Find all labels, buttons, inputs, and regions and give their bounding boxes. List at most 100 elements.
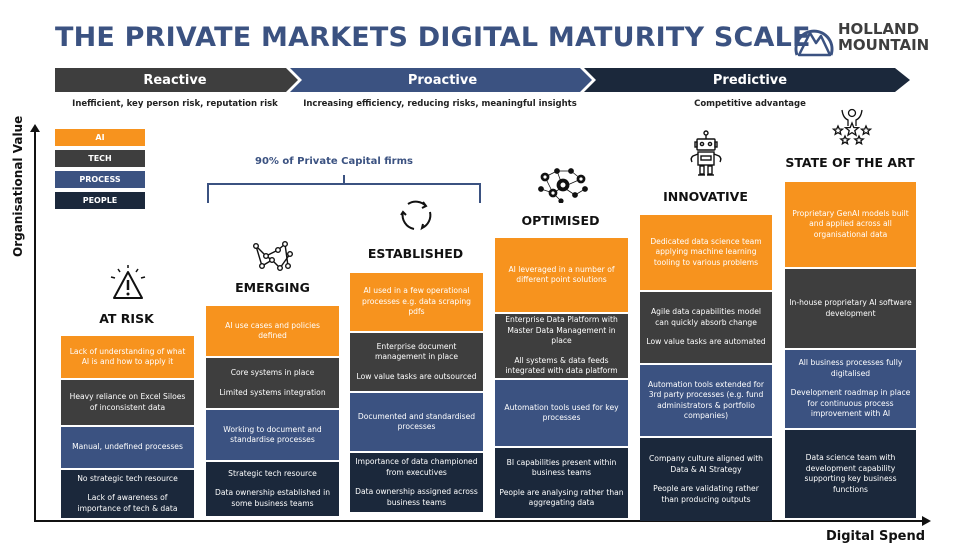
stage-column-state-of-the-art: Proprietary GenAI models built and appli… — [785, 182, 916, 520]
cell-text: Strategic tech resource — [228, 468, 317, 478]
cell-text: Data science team with development capab… — [804, 453, 897, 494]
cell-text: Company culture aligned with Data & AI S… — [649, 454, 763, 474]
legend-tech: TECH — [55, 150, 145, 167]
person-stars-icon — [828, 108, 876, 152]
tech-cell: Heavy reliance on Excel Siloes of incons… — [61, 380, 194, 425]
stage-title-emerging: EMERGING — [235, 280, 310, 295]
legend-ai: AI — [55, 129, 145, 146]
cell-text: Limited systems integration — [219, 387, 326, 397]
cell-text: Data ownership established in some busin… — [214, 488, 331, 508]
tech-cell: In-house proprietary AI software develop… — [785, 269, 916, 348]
cell-text: Enterprise Data Platform with Master Dat… — [505, 315, 618, 346]
stage-title-state-of-the-art: STATE OF THE ART — [785, 155, 915, 170]
cell-text: Core systems in place — [230, 368, 315, 377]
cell-text: BI capabilities present within business … — [506, 457, 617, 478]
cell-text: Documented and standardised processes — [357, 411, 476, 432]
phase-proactive-description: Increasing efficiency, reducing risks, m… — [303, 99, 577, 109]
legend-people: PEOPLE — [55, 192, 145, 209]
cell-text: People are analysing rather than aggrega… — [499, 487, 624, 508]
cell-text: In-house proprietary AI software develop… — [789, 298, 912, 318]
network-nodes-icon — [245, 240, 300, 280]
phase-predictive: Predictive — [712, 72, 788, 88]
cell-text: No strategic tech resource — [77, 473, 178, 483]
people-cell: Data science team with development capab… — [785, 430, 916, 518]
ai-cell: AI leveraged in a number of different po… — [495, 238, 628, 312]
cell-text: People are validating rather than produc… — [653, 484, 759, 504]
phase-arrows — [55, 68, 910, 92]
robot-icon — [683, 130, 728, 182]
x-axis-arrow-icon — [922, 516, 931, 526]
cell-text: AI use cases and policies defined — [225, 320, 320, 341]
cell-text: Development roadmap in place for continu… — [790, 388, 911, 419]
cell-text: Manual, undefined processes — [72, 442, 183, 452]
phase-predictive-description: Competitive advantage — [694, 99, 806, 109]
stage-column-innovative: Dedicated data science team applying mac… — [640, 215, 772, 523]
cell-text: Importance of data championed from execu… — [355, 457, 478, 477]
cell-text: Dedicated data science team applying mac… — [650, 236, 762, 267]
page-title: THE PRIVATE MARKETS DIGITAL MATURITY SCA… — [55, 22, 811, 53]
x-axis — [34, 520, 924, 522]
x-axis-label: Digital Spend — [826, 529, 926, 544]
phase-reactive-description: Inefficient, key person risk, reputation… — [72, 99, 278, 109]
cycle-arrows-icon — [393, 198, 438, 238]
stage-column-at-risk: Lack of understanding of what AI is and … — [61, 336, 194, 520]
cell-text: Proprietary GenAI models built and appli… — [792, 208, 909, 239]
ai-cell: AI used in a few operational processes e… — [350, 273, 483, 331]
people-cell: Company culture aligned with Data & AI S… — [640, 438, 772, 521]
y-axis-arrow-icon — [30, 124, 40, 132]
stage-column-optimised: AI leveraged in a number of different po… — [495, 238, 628, 520]
ai-cell: Dedicated data science team applying mac… — [640, 215, 772, 290]
ai-cell: AI use cases and policies defined — [206, 306, 339, 356]
bracket-label: 90% of Private Capital firms — [255, 156, 413, 167]
cell-text: Low value tasks are outsourced — [356, 371, 477, 381]
y-axis — [34, 130, 36, 521]
cell-text: Lack of understanding of what AI is and … — [69, 346, 186, 367]
tech-cell: Agile data capabilities model can quickl… — [640, 292, 772, 363]
cell-text: Automation tools used for key processes — [504, 402, 619, 423]
y-axis-label: Organisational Value — [11, 115, 25, 257]
warning-icon — [105, 264, 150, 306]
process-cell: Automation tools extended for 3rd party … — [640, 365, 772, 436]
logo-line-2: MOUNTAIN — [838, 36, 930, 54]
cell-text: Lack of awareness of importance of tech … — [77, 493, 178, 513]
people-cell: BI capabilities present within business … — [495, 448, 628, 518]
legend-process: PROCESS — [55, 171, 145, 188]
stage-title-optimised: OPTIMISED — [521, 213, 600, 228]
cell-text: All business processes fully digitalised — [798, 358, 903, 378]
stage-title-at-risk: AT RISK — [99, 311, 154, 326]
phase-reactive: Reactive — [143, 72, 207, 88]
stage-title-innovative: INNOVATIVE — [663, 189, 748, 204]
stage-column-emerging: AI use cases and policies defined Core s… — [206, 306, 339, 518]
cell-text: Data ownership assigned across business … — [355, 487, 478, 507]
holland-mountain-logo: HOLLAND MOUNTAIN — [793, 19, 938, 59]
logo-line-1: HOLLAND — [838, 20, 920, 38]
cell-text: Working to document and standardise proc… — [223, 424, 322, 445]
cell-text: Enterprise document management in place — [374, 341, 459, 362]
ai-cell: Lack of understanding of what AI is and … — [61, 336, 194, 378]
mountain-logo-icon — [794, 29, 834, 57]
cell-text: AI leveraged in a number of different po… — [508, 264, 615, 285]
cell-text: Automation tools extended for 3rd party … — [647, 379, 765, 421]
process-cell: Manual, undefined processes — [61, 427, 194, 468]
cell-text: All systems & data feeds integrated with… — [505, 355, 618, 376]
connected-people-icon — [533, 165, 593, 207]
ai-cell: Proprietary GenAI models built and appli… — [785, 182, 916, 267]
cell-text: Agile data capabilities model can quickl… — [650, 307, 762, 327]
cell-text: AI used in a few operational processes e… — [362, 286, 471, 317]
tech-cell: Enterprise Data Platform with Master Dat… — [495, 314, 628, 378]
process-cell: All business processes fully digitalised… — [785, 350, 916, 428]
process-cell: Working to document and standardise proc… — [206, 410, 339, 460]
bracket — [207, 183, 481, 203]
cell-text: Heavy reliance on Excel Siloes of incons… — [69, 392, 186, 412]
cell-text: Low value tasks are automated — [646, 337, 766, 347]
bracket-tick — [343, 175, 345, 184]
process-cell: Documented and standardised processes — [350, 393, 483, 451]
process-cell: Automation tools used for key processes — [495, 380, 628, 446]
stage-title-established: ESTABLISHED — [367, 246, 464, 261]
phase-proactive: Proactive — [407, 72, 478, 88]
people-cell: Importance of data championed from execu… — [350, 453, 483, 512]
